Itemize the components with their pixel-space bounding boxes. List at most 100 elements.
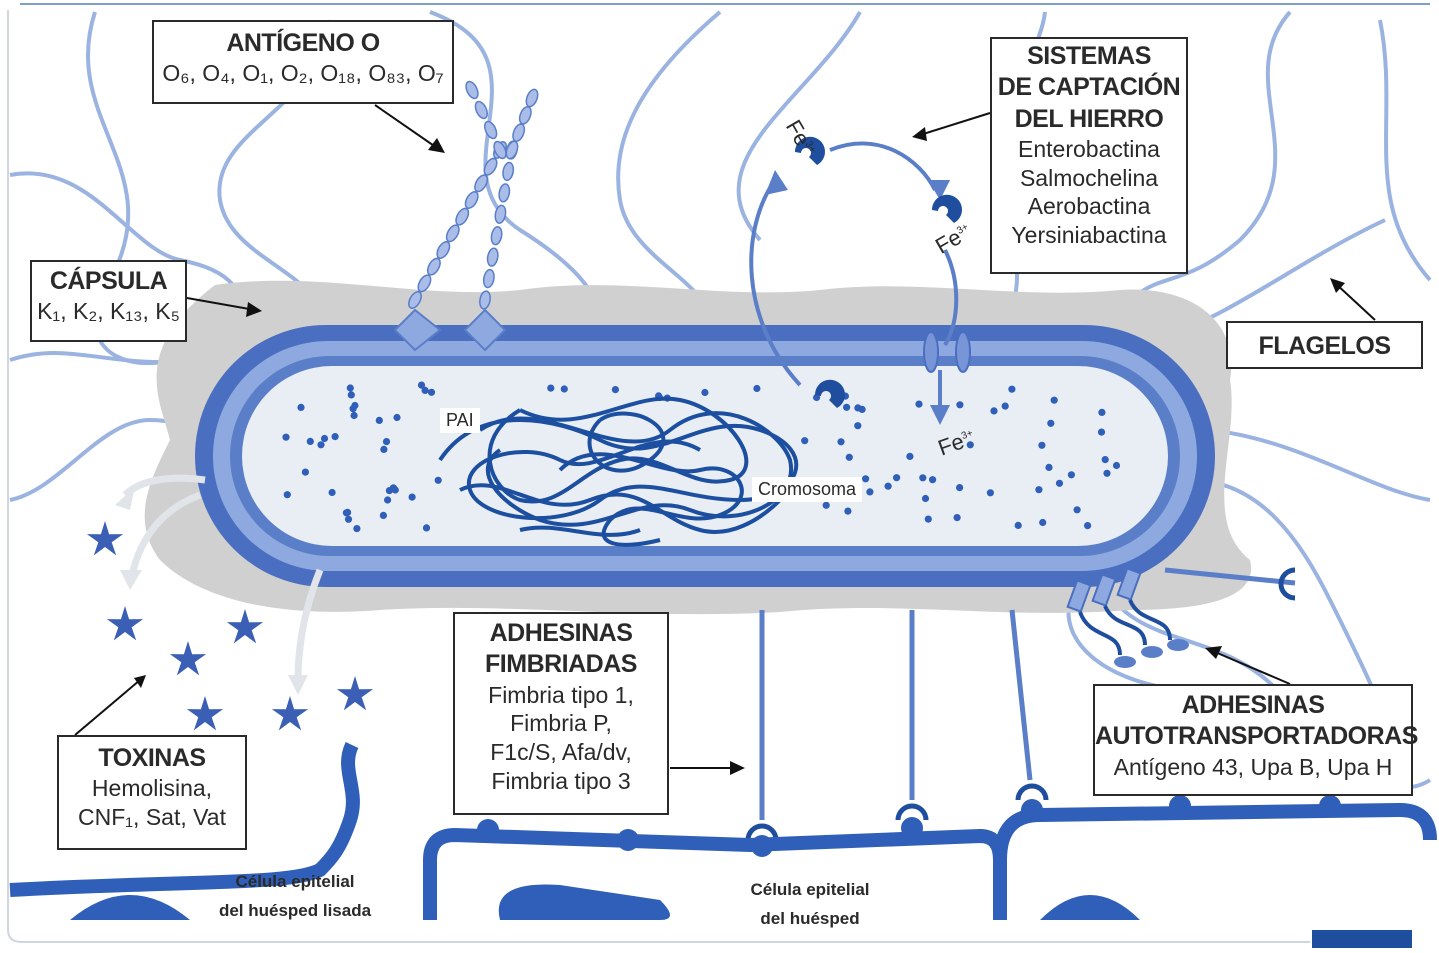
lysed-cell-caption: Célula epitelial del huésped lisada — [195, 868, 395, 926]
capsule-title: CÁPSULA — [32, 266, 185, 297]
toxin-star-icon — [272, 696, 308, 730]
ribosome-dot — [1098, 409, 1105, 416]
ribosome-dot — [893, 474, 900, 481]
chromosome-label: Cromosoma — [752, 477, 862, 502]
ribosome-dot — [1008, 386, 1015, 393]
o-antigen-bead — [453, 206, 471, 227]
o-antigen-bead — [482, 269, 495, 288]
o-antigen-bead — [444, 223, 462, 244]
receptor — [1319, 795, 1341, 817]
receptor — [751, 835, 773, 857]
ribosome-dot — [1113, 462, 1120, 469]
ribosome-dot — [846, 454, 853, 461]
flagellum — [1380, 20, 1430, 280]
ribosome-dot — [1056, 480, 1063, 487]
ribosome-dot — [915, 401, 922, 408]
ribosome-dot — [987, 489, 994, 496]
ribosome-dot — [1045, 464, 1052, 471]
flagellum — [618, 12, 720, 330]
ribosome-dot — [837, 438, 844, 445]
ribosome-dot — [329, 489, 336, 496]
flagellum — [1210, 430, 1430, 500]
ribosome-dot — [1047, 420, 1054, 427]
ribosome-dot — [956, 401, 963, 408]
o-antigen-bead — [511, 122, 527, 142]
pai-label: PAI — [440, 408, 480, 433]
ribosome-dot — [843, 404, 850, 411]
antigen-o-box: ANTÍGENO O O₆, O₄, O₁, O₂, O₁₈, O₈₃, O₇ — [152, 20, 454, 104]
ribosome-dot — [990, 407, 997, 414]
ribosome-dot — [547, 385, 554, 392]
ribosome-dot — [1035, 486, 1042, 493]
ribosome-dot — [1051, 397, 1058, 404]
autotransporter-item: Antígeno 43, Upa B, Upa H — [1095, 753, 1411, 782]
ribosome-dot — [753, 385, 760, 392]
receptor — [617, 829, 639, 851]
iron-system-item: Salmochelina — [992, 164, 1186, 193]
o-antigen-bead — [463, 190, 481, 211]
receptor — [901, 817, 923, 839]
ribosome-dot — [345, 516, 352, 523]
corner-tab — [1312, 930, 1412, 948]
ribosome-dot — [906, 453, 913, 460]
iron-title-line: DE CAPTACIÓN — [992, 72, 1186, 103]
ribosome-dot — [701, 389, 708, 396]
caption-line: Célula epitelial — [235, 872, 354, 891]
antigen-o-list: O₆, O₄, O₁, O₂, O₁₈, O₈₃, O₇ — [154, 59, 452, 88]
ribosome-dot — [317, 441, 324, 448]
ribosome-dot — [561, 385, 568, 392]
fimbrial-adhesins-box: ADHESINAS FIMBRIADAS Fimbria tipo 1, Fim… — [453, 612, 669, 815]
capsule-list: K₁, K₂, K₁₃, K₅ — [32, 297, 185, 326]
ribosome-dot — [418, 382, 425, 389]
o-antigen-bead — [473, 100, 490, 121]
ribosome-dot — [954, 514, 961, 521]
o-antigen-bead — [517, 105, 533, 125]
ribosome-dot — [380, 446, 387, 453]
siderophore-icon — [932, 195, 962, 223]
toxin-item: Hemolisina, — [59, 774, 245, 803]
caption-line: Célula epitelial — [750, 880, 869, 899]
ribosome-dot — [297, 404, 304, 411]
ribosome-dot — [353, 525, 360, 532]
ribosome-dot — [321, 435, 328, 442]
ribosome-dot — [919, 474, 926, 481]
fimbrial-title-line: FIMBRIADAS — [455, 649, 667, 680]
ribosome-dot — [1074, 506, 1081, 513]
ribosome-dot — [1068, 471, 1075, 478]
ribosome-dot — [282, 434, 289, 441]
ribosome-dot — [859, 406, 866, 413]
o-antigen-bead — [502, 162, 515, 181]
fimbrial-item: Fimbria tipo 1, — [455, 681, 667, 710]
nucleus — [1040, 895, 1140, 920]
ribosome-dot — [348, 391, 355, 398]
ribosome-dot — [423, 524, 430, 531]
toxin-item: CNF₁, Sat, Vat — [59, 803, 245, 832]
autotransporter-heads — [1114, 639, 1189, 668]
o-antigen-bead — [416, 273, 434, 294]
ribosome-dot — [428, 389, 435, 396]
flagella-title: FLAGELOS — [1228, 331, 1421, 362]
o-antigen-bead — [435, 240, 453, 261]
ribosome-dot — [1103, 470, 1110, 477]
ribosome-dot — [854, 422, 861, 429]
caption-line: del huésped — [760, 909, 859, 928]
ribosome-dot — [302, 469, 309, 476]
nucleus — [499, 884, 670, 920]
o-antigen-bead — [425, 256, 443, 277]
host-cell-caption: Célula epitelial del huésped — [720, 876, 900, 934]
capsule-box: CÁPSULA K₁, K₂, K₁₃, K₅ — [30, 260, 187, 342]
ribosome-dot — [332, 433, 339, 440]
iron-title-line: SISTEMAS — [992, 41, 1186, 72]
ribosome-dot — [393, 414, 400, 421]
ribosome-dot — [351, 402, 358, 409]
o-antigen-bead — [524, 88, 540, 108]
fimbrial-item: Fimbria tipo 3 — [455, 767, 667, 796]
flagellum — [430, 12, 600, 330]
caption-line: del huésped lisada — [219, 901, 371, 920]
fimbrial-item: Fimbria P, — [455, 709, 667, 738]
iron-system-item: Enterobactina — [992, 135, 1186, 164]
fimbrial-title-line: ADHESINAS — [455, 618, 667, 649]
ribosome-dot — [435, 477, 442, 484]
ribosome-dot — [862, 475, 869, 482]
host-cell-membrane — [1000, 810, 1430, 860]
